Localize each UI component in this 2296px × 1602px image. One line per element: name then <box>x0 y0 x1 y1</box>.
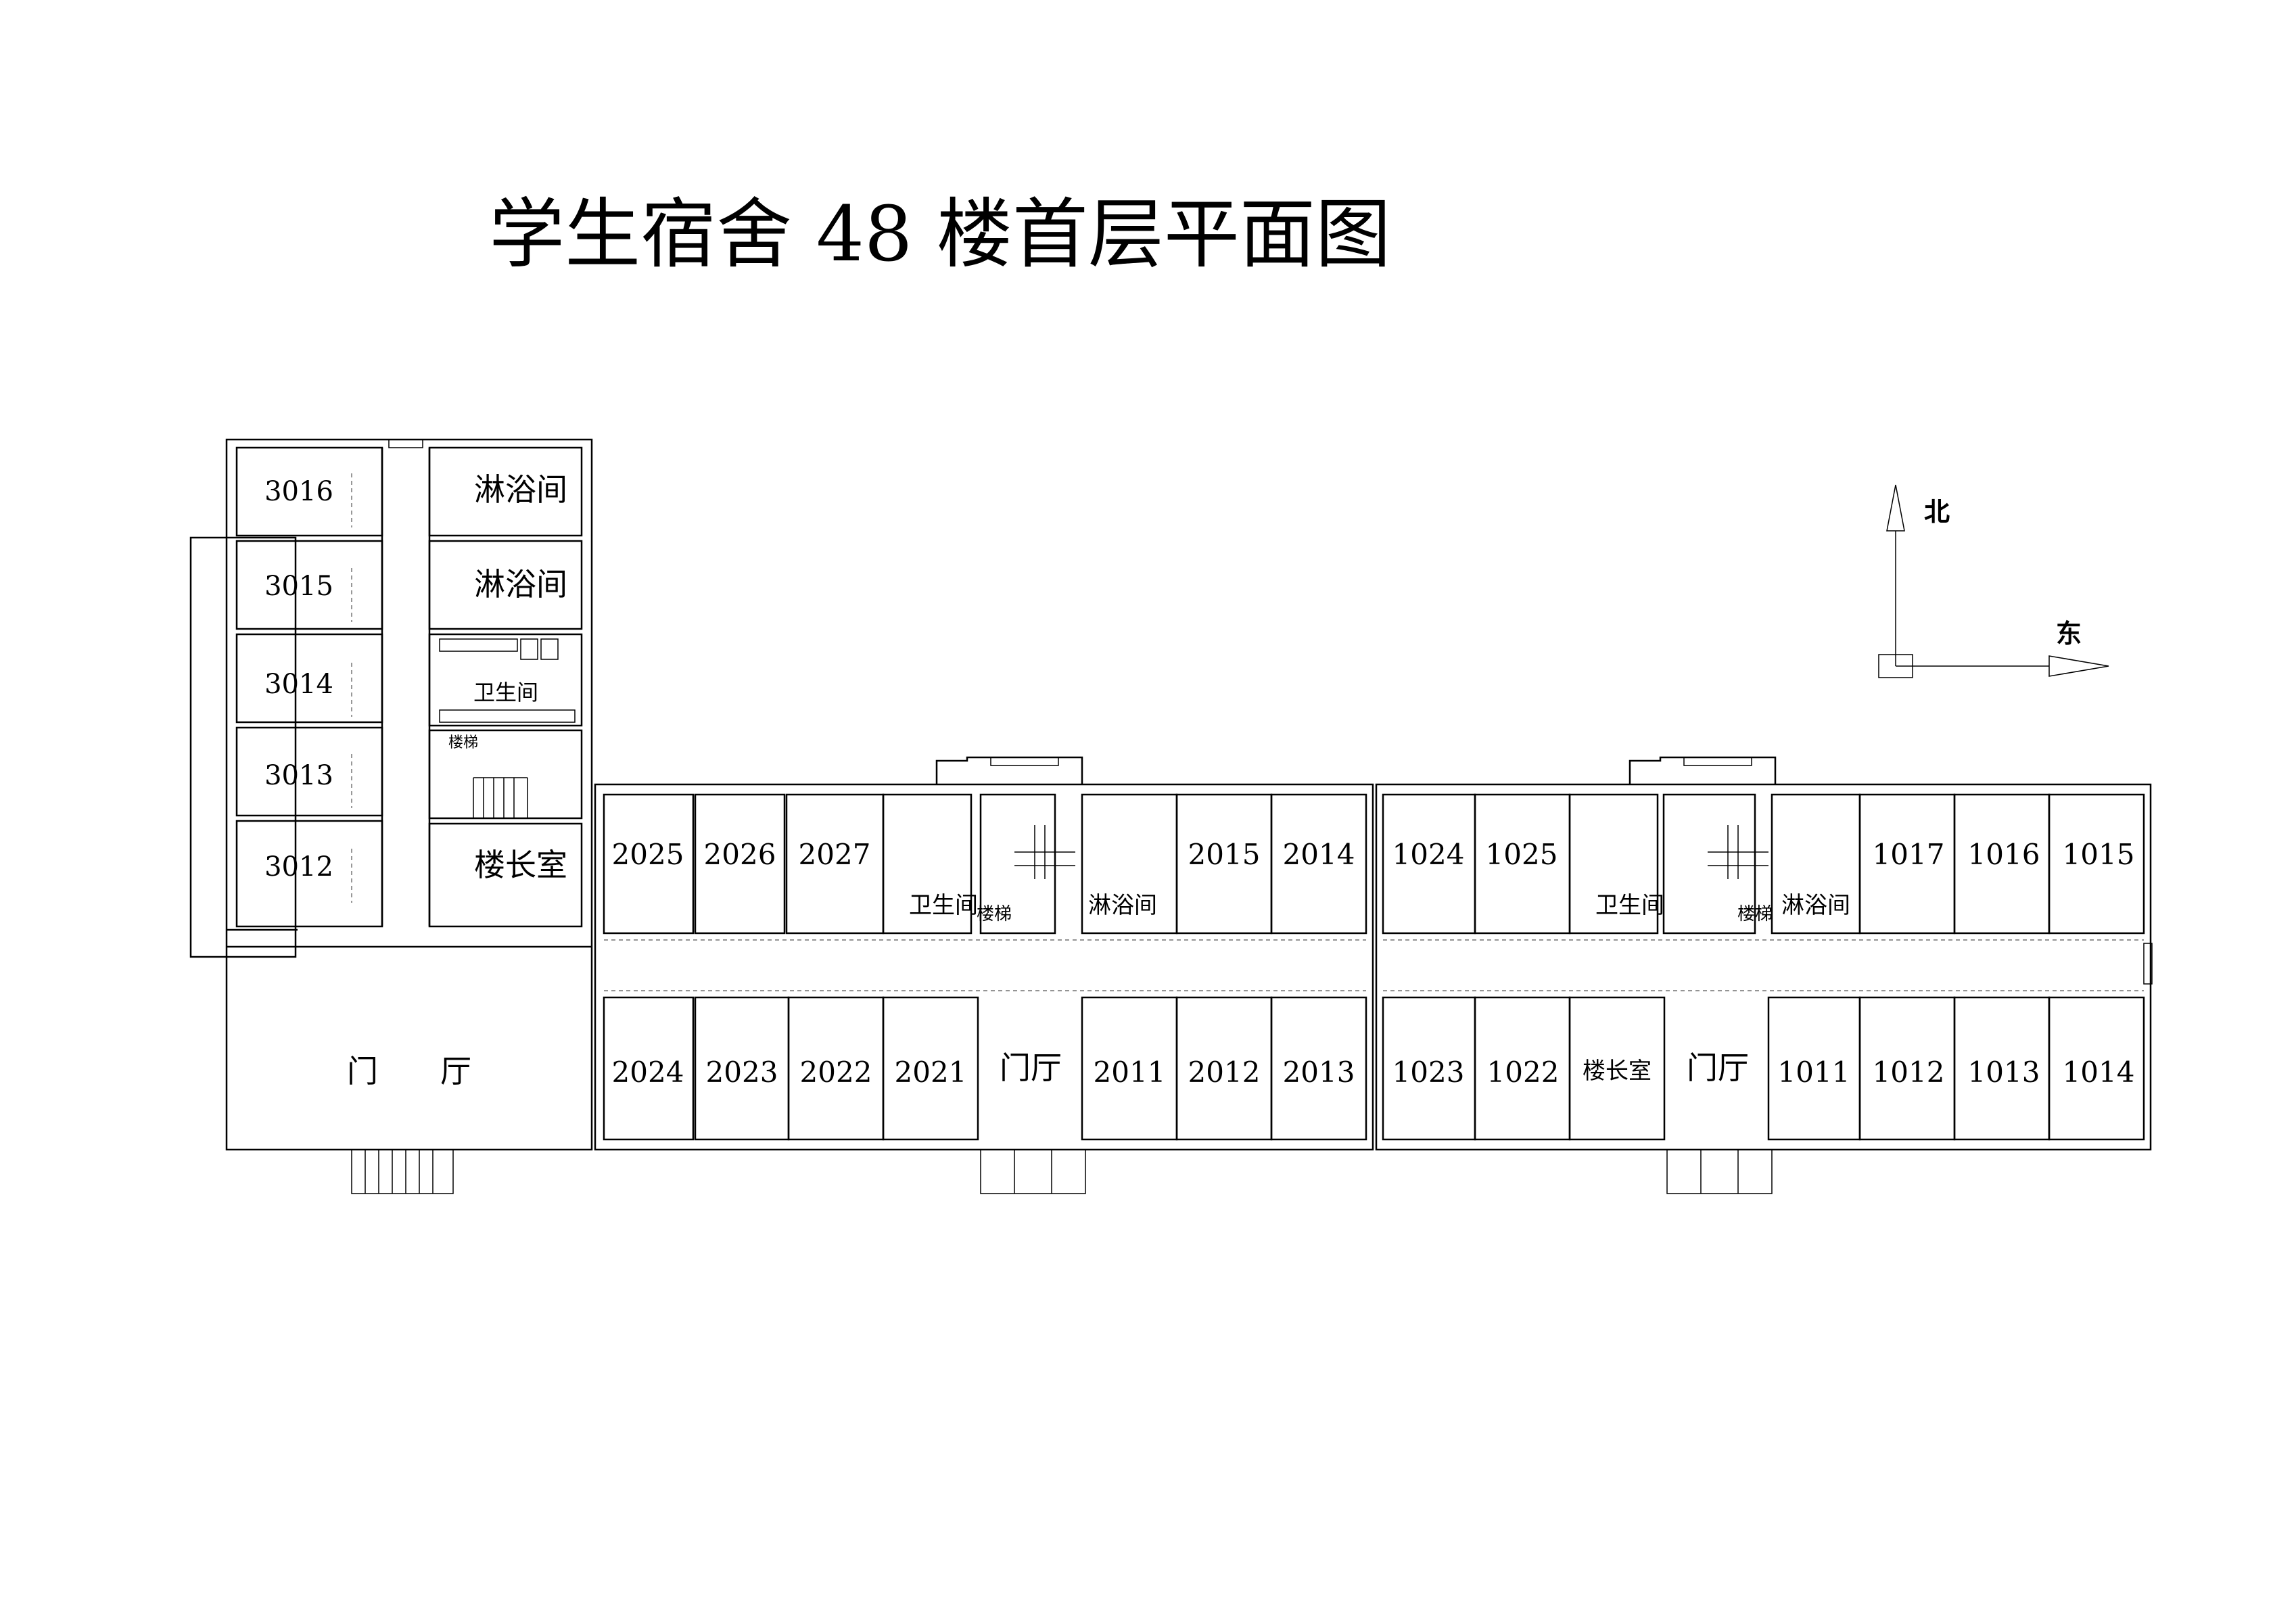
room-1011: 1011 <box>1778 1056 1850 1089</box>
room-2015: 2015 <box>1188 838 1261 871</box>
wing-2 <box>594 756 1374 1194</box>
wing-1-lobby: 门厅 <box>1687 1050 1749 1086</box>
shower-wing-2: 淋浴间 <box>1088 892 1157 919</box>
west-wing-outline <box>225 438 593 1151</box>
wing-2-stair-icon <box>1014 825 1075 879</box>
stairs-label: 楼梯 <box>448 734 478 751</box>
north-window <box>388 439 423 448</box>
room-2013: 2013 <box>1283 1056 1355 1089</box>
west-stair-icon <box>473 777 528 819</box>
room-2014: 2014 <box>1283 838 1355 871</box>
room-2026: 2026 <box>704 838 776 871</box>
room-1022: 1022 <box>1487 1056 1560 1089</box>
shower-wing-1: 淋浴间 <box>1781 892 1850 919</box>
wing-1-stair-icon <box>1708 825 1768 879</box>
west-lobby: 门 厅 <box>347 1053 471 1089</box>
supervisor-wing-1: 楼长室 <box>1583 1058 1651 1085</box>
room-2027: 2027 <box>799 838 871 871</box>
room-3013: 3013 <box>264 760 333 791</box>
room-2021: 2021 <box>895 1056 967 1089</box>
room-1024: 1024 <box>1392 838 1465 871</box>
room-3014: 3014 <box>264 669 333 700</box>
shower-room-2: 淋浴间 <box>474 566 567 603</box>
room-2022: 2022 <box>800 1056 872 1089</box>
compass: 北 东 <box>1878 484 2109 678</box>
supervisor-room: 楼长室 <box>474 847 567 883</box>
room-1015: 1015 <box>2063 838 2135 871</box>
room-1025: 1025 <box>1486 838 1558 871</box>
east-arrow-icon <box>2048 655 2109 677</box>
west-balcony <box>189 536 297 958</box>
west-wing <box>189 438 593 1194</box>
wing-2-lobby: 门厅 <box>1000 1050 1062 1086</box>
stairs-wing-1: 楼梯 <box>1737 904 1773 924</box>
north-label: 北 <box>1924 496 1950 527</box>
north-arrow-icon <box>1886 484 1905 532</box>
wing-2-entry-steps <box>980 1149 1086 1194</box>
room-1017: 1017 <box>1873 838 1945 871</box>
room-1023: 1023 <box>1392 1056 1465 1089</box>
west-entry-steps <box>351 1149 454 1194</box>
toilet-wing-1: 卫生间 <box>1595 892 1664 919</box>
room-2025: 2025 <box>612 838 684 871</box>
shower-room-1: 淋浴间 <box>474 471 567 508</box>
room-3012: 3012 <box>264 851 333 882</box>
plan-title: 学生宿舍 48 楼首层平面图 <box>489 191 1391 279</box>
room-2024: 2024 <box>612 1056 684 1089</box>
toilet-room: 卫生间 <box>473 680 538 705</box>
room-1016: 1016 <box>1968 838 2040 871</box>
room-2011: 2011 <box>1094 1056 1166 1089</box>
stairs-wing-2: 楼梯 <box>977 904 1012 924</box>
room-2023: 2023 <box>706 1056 778 1089</box>
room-1012: 1012 <box>1873 1056 1945 1089</box>
room-1014: 1014 <box>2063 1056 2135 1089</box>
room-3015: 3015 <box>264 571 333 602</box>
room-3016: 3016 <box>264 476 333 507</box>
room-2012: 2012 <box>1188 1056 1261 1089</box>
wing-1 <box>1375 756 2153 1194</box>
toilet-wing-2: 卫生间 <box>909 892 978 919</box>
east-label: 东 <box>2056 618 2082 649</box>
wing-1-entry-steps <box>1666 1149 1773 1194</box>
room-1013: 1013 <box>1968 1056 2040 1089</box>
